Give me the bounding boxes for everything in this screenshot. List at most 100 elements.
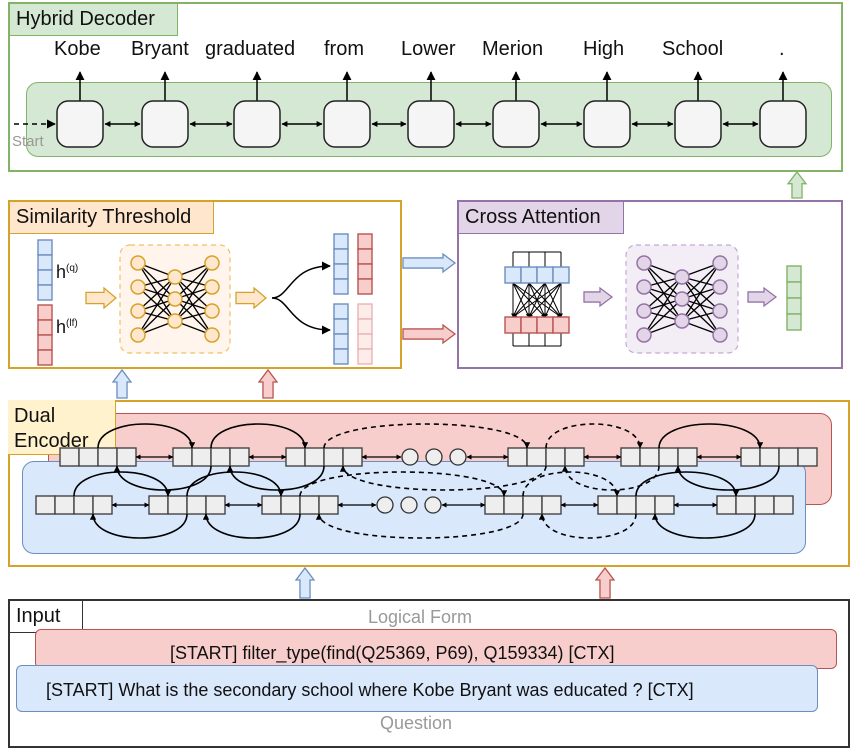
similarity-threshold-panel: Similarity Threshold bbox=[8, 200, 402, 369]
input-title: Input bbox=[10, 601, 84, 633]
encoder-cell bbox=[484, 495, 505, 515]
encoder-cell bbox=[280, 495, 301, 515]
similarity-threshold-title: Similarity Threshold bbox=[10, 202, 215, 234]
similarity-mlp-edge bbox=[137, 262, 176, 322]
selected-q-cell bbox=[333, 248, 349, 265]
encoder-cell bbox=[759, 447, 780, 467]
encoder-cell bbox=[773, 495, 794, 515]
similarity-mlp-edge bbox=[174, 286, 213, 322]
hq-cell bbox=[37, 239, 53, 256]
similarity-mlp-edge bbox=[174, 298, 213, 336]
dual-encoder-title-line1: Dual bbox=[14, 405, 56, 427]
ellipsis-dot bbox=[376, 496, 394, 514]
start-label: Start bbox=[12, 133, 44, 150]
similarity-mlp-node bbox=[204, 303, 220, 319]
question-input bbox=[16, 665, 818, 712]
filtered-lf-cell bbox=[357, 303, 373, 320]
encoder-cell bbox=[210, 447, 231, 467]
logical-form-text: [START] filter_type(find(Q25369, P69), Q… bbox=[170, 643, 615, 663]
encoder-cell bbox=[342, 447, 363, 467]
encoder-cell bbox=[635, 495, 656, 515]
decoder-cell bbox=[141, 100, 189, 148]
filtered-lf-cell bbox=[357, 333, 373, 350]
encoder-cell bbox=[167, 495, 188, 515]
filtered-lf-cell bbox=[357, 318, 373, 335]
cross-mlp-node bbox=[636, 279, 652, 295]
block-arrow-orange bbox=[85, 286, 118, 310]
ellipsis-dot bbox=[400, 496, 418, 514]
similarity-mlp-edge bbox=[137, 276, 176, 312]
similarity-mlp-edge bbox=[174, 276, 213, 336]
filtered-q-cell bbox=[333, 318, 349, 335]
encoder-cell bbox=[740, 447, 761, 467]
block-arrow-blue bbox=[111, 368, 133, 399]
recurrent-arc-backward bbox=[315, 513, 524, 539]
input-panel: Input bbox=[8, 599, 850, 748]
attn-arrow bbox=[512, 282, 546, 318]
decoder-cell bbox=[583, 100, 631, 148]
hybrid-decoder-title: Hybrid Decoder bbox=[10, 4, 178, 36]
hybrid-decoder-panel: Hybrid Decoder bbox=[8, 2, 843, 172]
decoder-cell bbox=[492, 100, 540, 148]
recurrent-arc-backward bbox=[561, 465, 660, 491]
similarity-mlp-edge bbox=[137, 262, 176, 300]
cross-attention-panel: Cross Attention bbox=[457, 200, 843, 369]
block-arrow-blue bbox=[402, 252, 457, 274]
recurrent-arc-backward bbox=[339, 465, 547, 491]
attn-arrow bbox=[528, 282, 562, 318]
cross-mlp-edge bbox=[643, 262, 683, 322]
cross-mlp-edge bbox=[681, 276, 721, 312]
encoder-cell bbox=[304, 447, 325, 467]
cross-mlp-node bbox=[712, 303, 728, 319]
cross-mlp-edge bbox=[681, 262, 721, 300]
hlf-cell bbox=[37, 304, 53, 321]
h-question-sup: (q) bbox=[66, 263, 79, 274]
block-arrow-red bbox=[257, 368, 279, 399]
decoder-token: Bryant bbox=[131, 38, 189, 60]
recurrent-arc-backward bbox=[651, 513, 756, 539]
similarity-mlp-edge bbox=[174, 262, 213, 322]
hlf-cell bbox=[37, 319, 53, 336]
decoder-cell bbox=[56, 100, 104, 148]
split-arrow bbox=[271, 297, 331, 335]
cross-mlp-edge bbox=[643, 286, 683, 322]
cross-mlp-edge bbox=[681, 298, 721, 336]
logical-form-label: Logical Form bbox=[368, 607, 473, 627]
attn-key-cell bbox=[552, 316, 570, 334]
encoder-cell bbox=[545, 447, 566, 467]
ellipsis-dot bbox=[449, 448, 467, 466]
decoder-cell bbox=[759, 100, 807, 148]
selected-q-cell bbox=[333, 233, 349, 250]
decoder-graphics bbox=[14, 71, 807, 148]
encoder-cell bbox=[323, 447, 344, 467]
cross-mlp-edge bbox=[643, 298, 683, 336]
decoder-cell bbox=[323, 100, 371, 148]
recurrent-arc-forward bbox=[299, 471, 508, 497]
encoder-cell bbox=[778, 447, 799, 467]
ellipsis-dot bbox=[401, 448, 419, 466]
block-arrow-purple bbox=[583, 286, 614, 308]
encoder-cell bbox=[229, 447, 250, 467]
similarity-mlp-edge bbox=[137, 286, 176, 322]
encoder-cell bbox=[639, 447, 660, 467]
encoder-cell bbox=[507, 447, 528, 467]
cross-mlp-edge bbox=[643, 262, 683, 300]
recurrent-arc-backward bbox=[89, 513, 188, 539]
encoder-cell bbox=[754, 495, 775, 515]
cross-mlp-edge bbox=[643, 276, 683, 336]
encoder-cell bbox=[73, 495, 94, 515]
encoder-cell bbox=[658, 447, 679, 467]
filtered-q-cell bbox=[333, 348, 349, 365]
recurrent-arc-forward bbox=[73, 471, 172, 497]
encoder-cell bbox=[35, 495, 56, 515]
ellipsis-dot bbox=[425, 448, 443, 466]
encoder-cell bbox=[92, 495, 113, 515]
selected-q-cell bbox=[333, 263, 349, 280]
selected-lf-cell bbox=[357, 278, 373, 295]
fused-cell bbox=[786, 313, 802, 331]
recurrent-arc-backward bbox=[226, 465, 325, 491]
similarity-mlp-node bbox=[204, 255, 220, 271]
encoder-cell bbox=[148, 495, 169, 515]
encoder-cell bbox=[172, 447, 193, 467]
similarity-graphics bbox=[37, 233, 373, 366]
